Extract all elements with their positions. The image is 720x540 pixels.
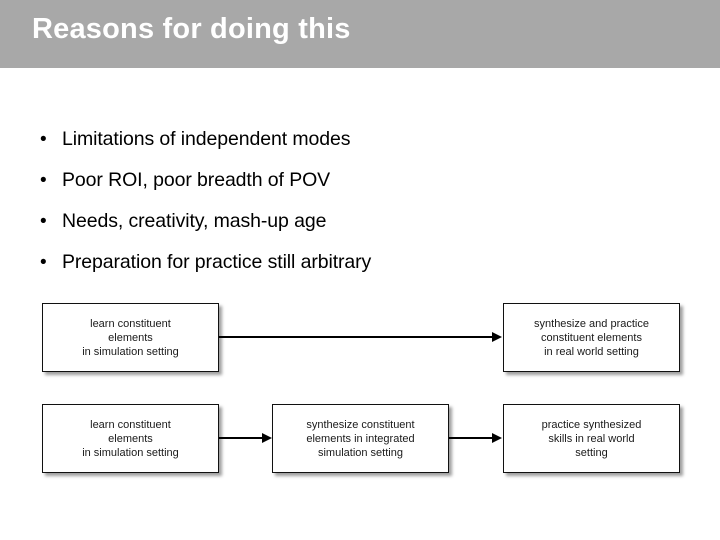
bullet-text: Limitations of independent modes: [62, 128, 351, 150]
flow-box-synthesize-integrated-simulation[interactable]: synthesize constituent elements in integ…: [272, 404, 449, 473]
slide-title-bar: Reasons for doing this: [0, 0, 720, 68]
flow-box-learn-constituent-elements-simulation[interactable]: learn constituent elements in simulation…: [42, 303, 219, 372]
list-item: • Limitations of independent modes: [36, 128, 656, 169]
arrow-3-head-icon: [492, 432, 502, 443]
arrow-1-line: [219, 336, 493, 338]
flow-box-label: learn constituent elements in simulation…: [82, 418, 179, 459]
flow-box-label: practice synthesized skills in real worl…: [541, 418, 642, 459]
bullet-text: Poor ROI, poor breadth of POV: [62, 169, 331, 191]
flow-box-practice-synthesized-skills-real-world[interactable]: practice synthesized skills in real worl…: [503, 404, 680, 473]
flow-box-synthesize-and-practice-real-world[interactable]: synthesize and practice constituent elem…: [503, 303, 680, 372]
list-item: • Preparation for practice still arbitra…: [36, 251, 656, 292]
flow-box-learn-constituent-elements-simulation-2[interactable]: learn constituent elements in simulation…: [42, 404, 219, 473]
bullet-marker-icon: •: [40, 211, 47, 232]
bullet-marker-icon: •: [40, 252, 47, 273]
arrow-1-head-icon: [492, 331, 502, 342]
bullet-list: • Limitations of independent modes • Poo…: [36, 128, 656, 292]
flow-box-label: synthesize and practice constituent elem…: [534, 317, 649, 358]
bullet-text: Preparation for practice still arbitrary: [62, 251, 372, 273]
flow-box-label: learn constituent elements in simulation…: [82, 317, 179, 358]
page-title: Reasons for doing this: [32, 13, 351, 45]
flow-box-label: synthesize constituent elements in integ…: [306, 418, 415, 459]
bullet-marker-icon: •: [40, 129, 47, 150]
list-item: • Poor ROI, poor breadth of POV: [36, 169, 656, 210]
bullet-marker-icon: •: [40, 170, 47, 191]
list-item: • Needs, creativity, mash-up age: [36, 210, 656, 251]
arrow-2-line: [219, 437, 263, 439]
arrow-2-head-icon: [262, 432, 272, 443]
bullet-text: Needs, creativity, mash-up age: [62, 210, 327, 232]
arrow-3-line: [449, 437, 493, 439]
